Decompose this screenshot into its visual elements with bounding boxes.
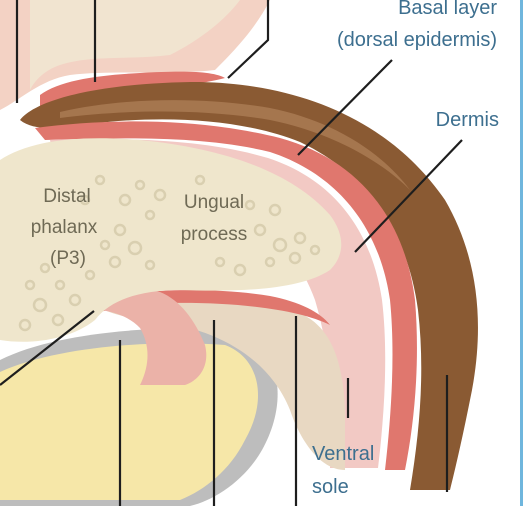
claw-highlight bbox=[60, 100, 410, 190]
leader-basal-layer bbox=[297, 59, 393, 156]
label-ungual-process-2: process bbox=[181, 224, 248, 245]
leader-upper-3 bbox=[227, 0, 270, 79]
soft-tissue-inner bbox=[30, 0, 240, 90]
sole-fold bbox=[80, 288, 207, 385]
label-basal-layer-1: Basal layer bbox=[398, 0, 497, 19]
claw-keratin bbox=[20, 82, 478, 490]
label-ventral-sole-2: sole bbox=[312, 476, 349, 498]
label-basal-layer-2: (dorsal epidermis) bbox=[337, 29, 497, 51]
frame-accent bbox=[520, 0, 523, 506]
label-ventral-sole-1: Ventral bbox=[312, 443, 374, 465]
leader-left bbox=[0, 310, 95, 386]
label-dermis: Dermis bbox=[436, 109, 499, 131]
distal-phalanx-bone bbox=[0, 138, 342, 342]
bone-pores bbox=[18, 174, 321, 332]
label-ungual-process-1: Ungual bbox=[184, 192, 244, 213]
leader-dermis bbox=[354, 139, 463, 253]
digital-pad bbox=[0, 343, 259, 500]
label-distal-phalanx-1: Distal bbox=[43, 186, 91, 207]
label-distal-phalanx-3: (P3) bbox=[50, 248, 86, 269]
label-distal-phalanx-2: phalanx bbox=[31, 217, 98, 238]
ventral-sole bbox=[90, 294, 345, 470]
